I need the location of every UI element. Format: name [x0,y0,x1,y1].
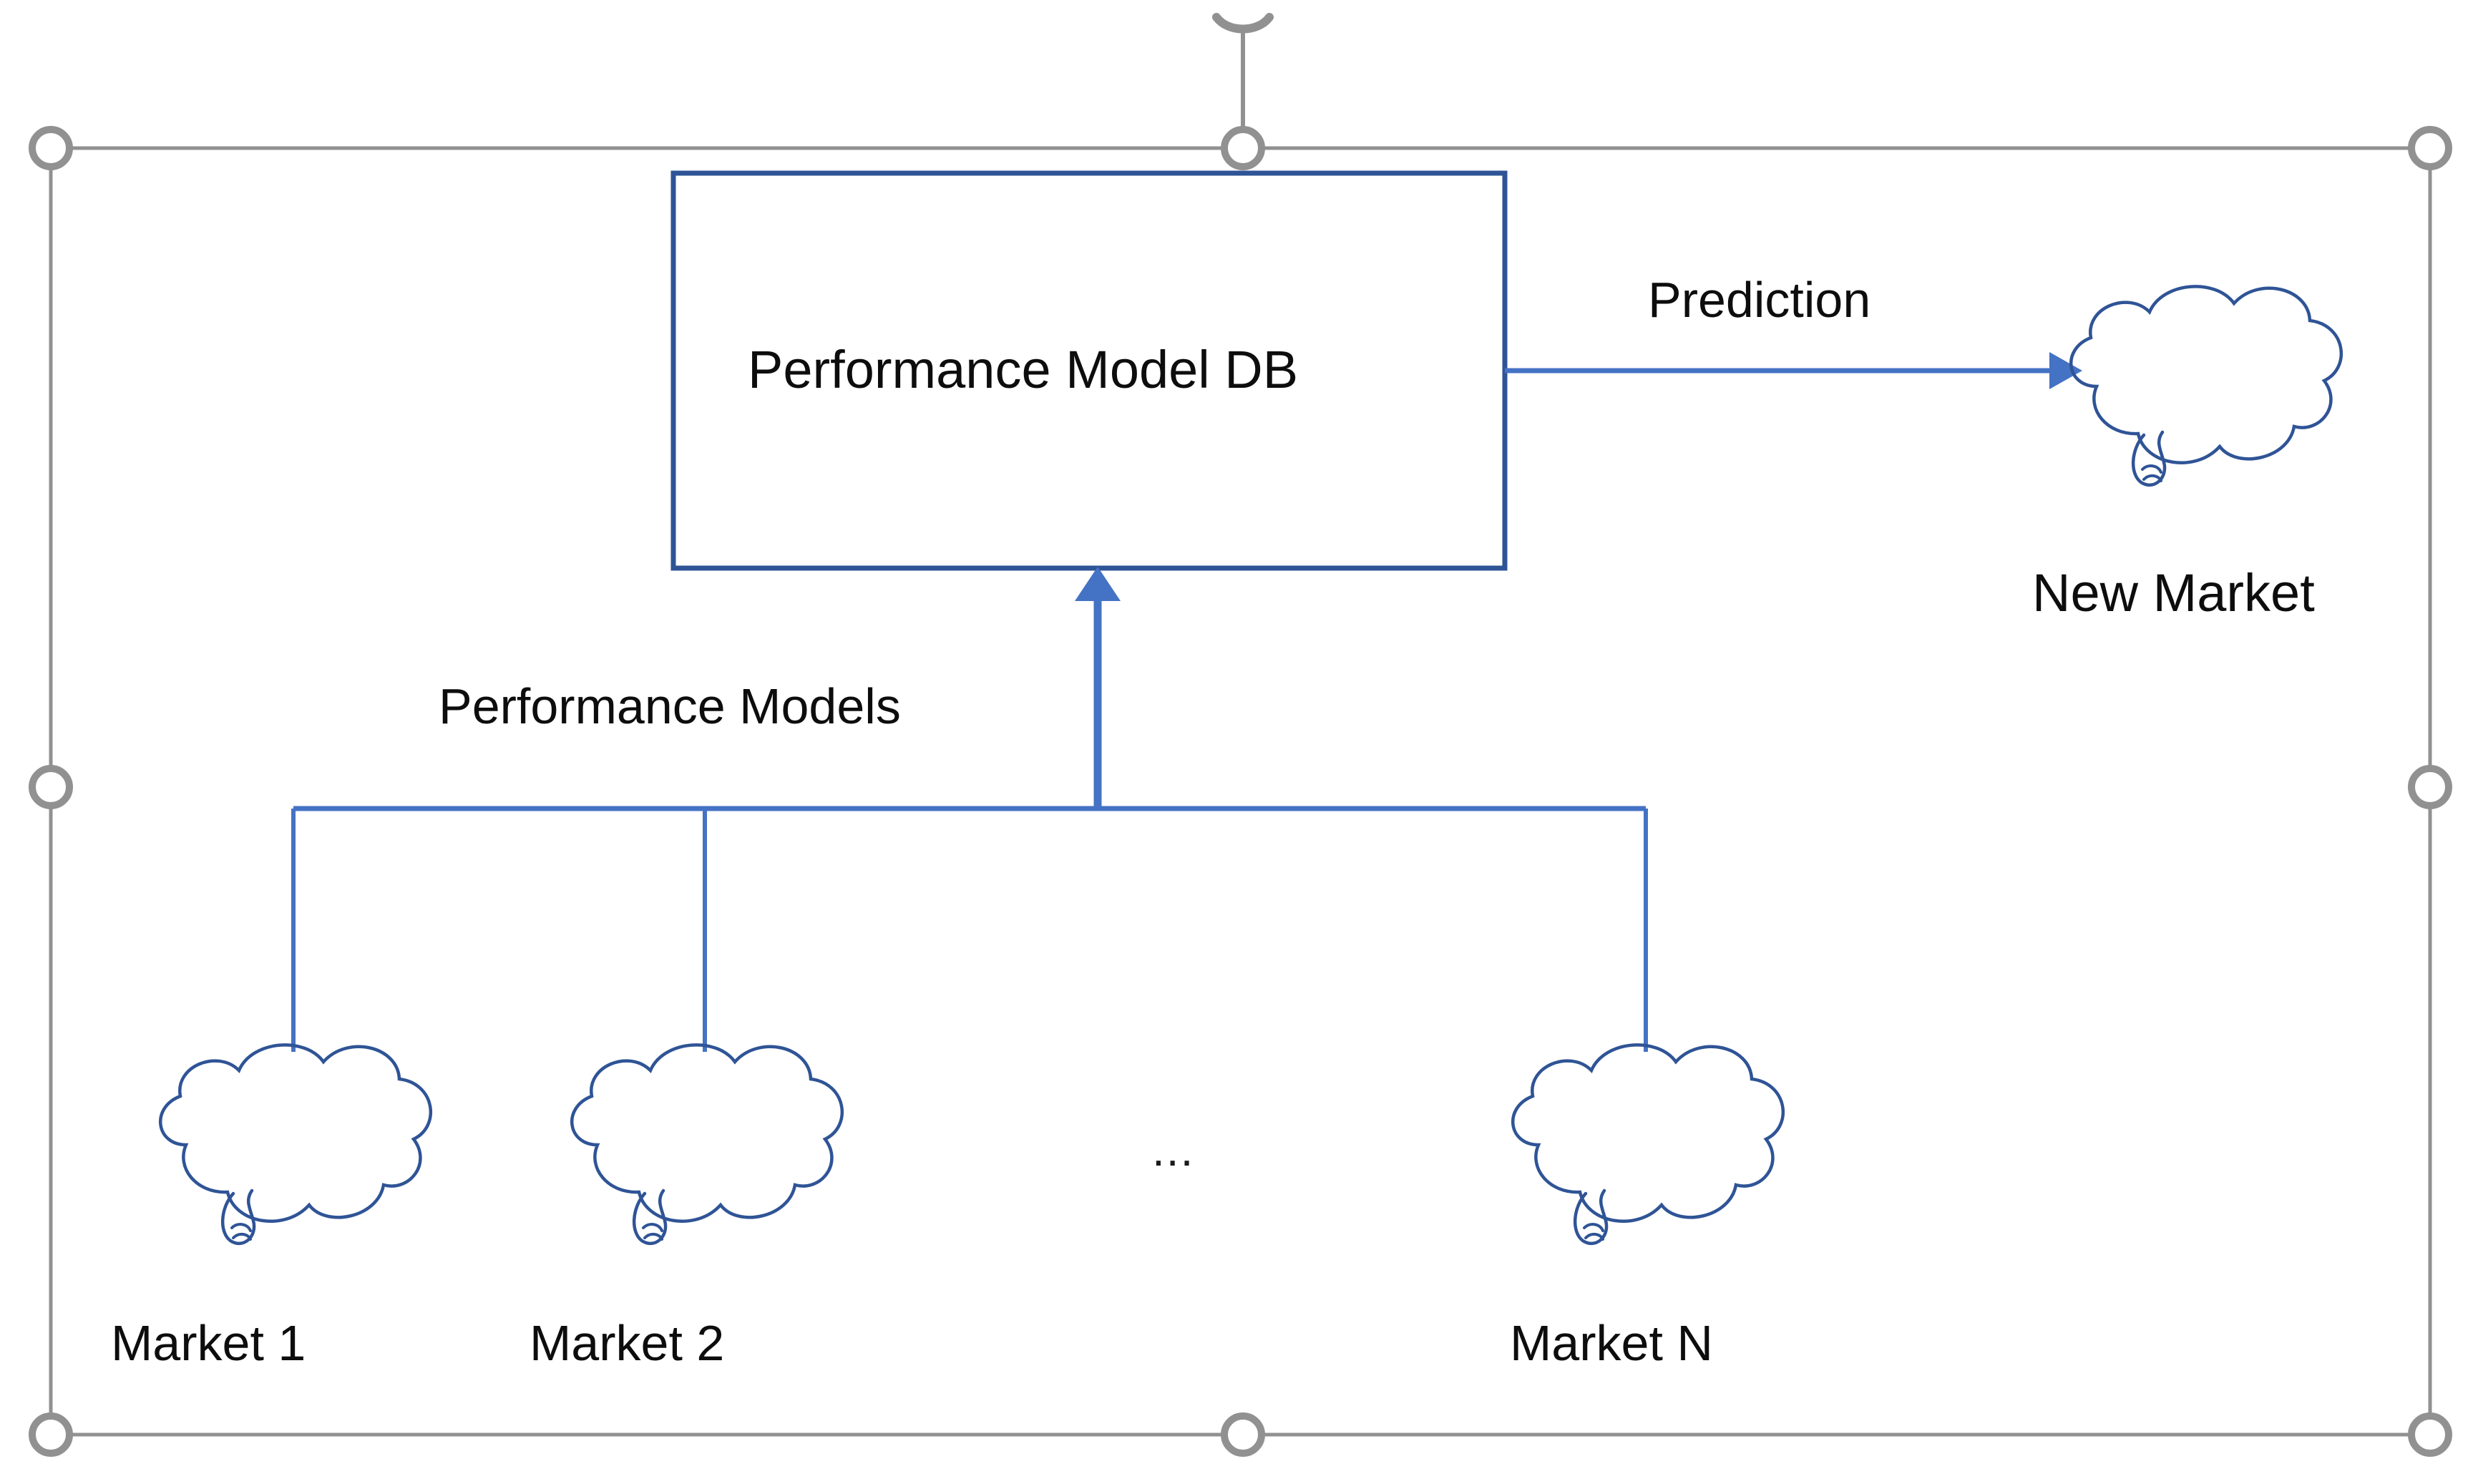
cloud-new-market[interactable] [2071,286,2341,484]
ellipsis-label: ... [1152,1124,1195,1176]
cloud-market-n[interactable] [1513,1045,1783,1243]
market-1-label: Market 1 [111,1315,306,1371]
handle-top-center[interactable] [1221,126,1265,170]
performance-model-db-box[interactable] [670,170,1508,571]
performance-model-db-label: Performance Model DB [748,340,1299,399]
cloud-market-1[interactable] [160,1045,431,1243]
connector-models-arrow[interactable] [1075,567,1121,809]
market-n-label: Market N [1510,1315,1713,1371]
handle-bottom-center[interactable] [1221,1412,1265,1457]
handle-middle-right[interactable] [2408,765,2452,809]
handle-bottom-right[interactable] [2408,1412,2452,1457]
handle-top-right[interactable] [2408,126,2452,170]
selection-handles[interactable] [29,126,2452,1457]
cloud-market-2[interactable] [572,1045,842,1243]
market-2-label: Market 2 [530,1315,725,1371]
new-market-label: New Market [2032,563,2315,623]
performance-models-label: Performance Models [439,678,901,734]
prediction-label: Prediction [1648,272,1871,328]
connector-prediction-arrow[interactable] [1505,352,2082,389]
handle-bottom-left[interactable] [29,1412,73,1457]
handle-middle-left[interactable] [29,765,73,809]
handle-top-left[interactable] [29,126,73,170]
